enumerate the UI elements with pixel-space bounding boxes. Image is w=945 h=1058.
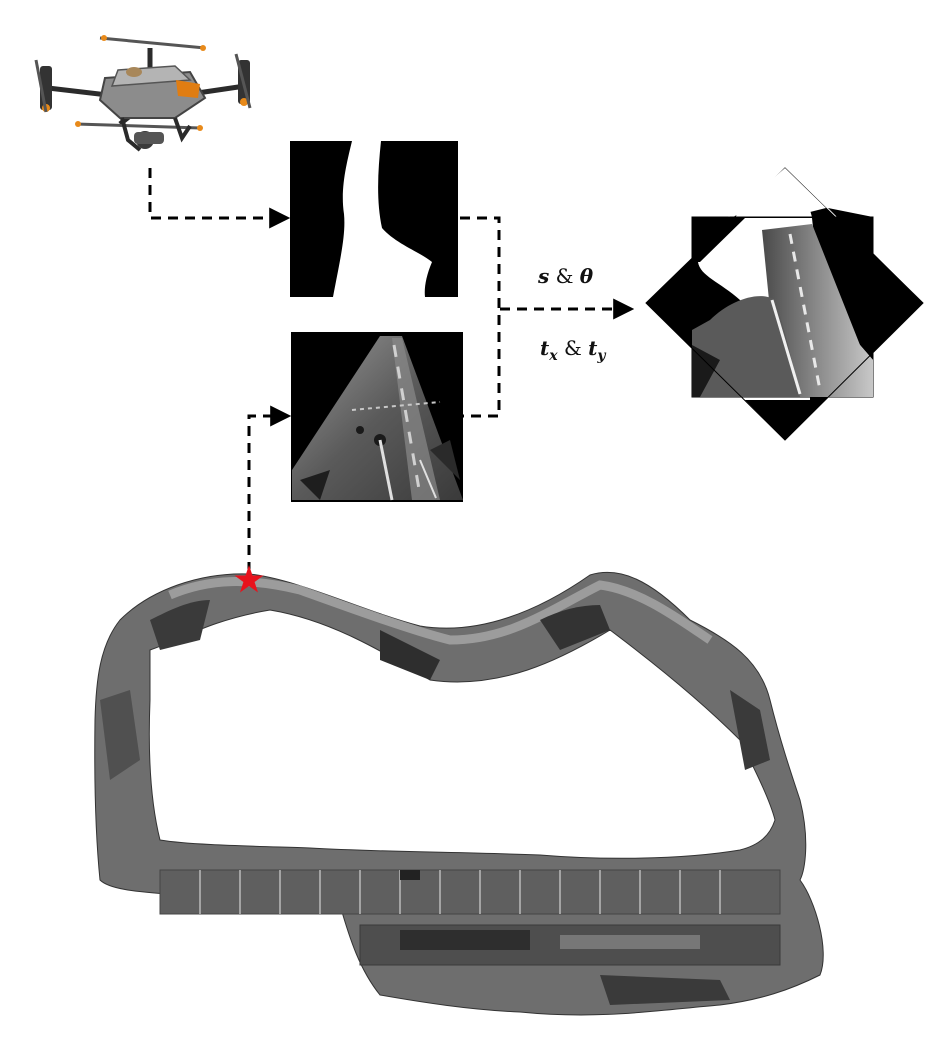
- point-cloud-map: [94, 571, 824, 1016]
- label-scale-rotation: s & θ: [538, 264, 593, 288]
- arrow-drone-to-mask: [148, 168, 291, 229]
- registered-output-image: [645, 167, 924, 441]
- label-t2: t: [588, 336, 598, 360]
- label-translation: tx & ty: [540, 336, 606, 364]
- lidar-mask-image: [290, 141, 458, 297]
- label-t1: t: [540, 336, 550, 360]
- label-theta: θ: [579, 264, 594, 288]
- lidar-intensity-image: [291, 332, 463, 502]
- label-t1-sub: x: [549, 348, 558, 364]
- label-translation-amp: &: [557, 336, 589, 360]
- label-scale-amp: &: [549, 264, 580, 288]
- arrow-map-to-input: [247, 405, 292, 572]
- drone-icon: [34, 35, 252, 152]
- label-scale: s: [538, 264, 550, 288]
- flow-arrows: [148, 168, 635, 572]
- label-t2-sub: y: [597, 348, 606, 364]
- arrow-merge-bracket: [460, 216, 501, 418]
- star-marker-icon: [234, 565, 264, 593]
